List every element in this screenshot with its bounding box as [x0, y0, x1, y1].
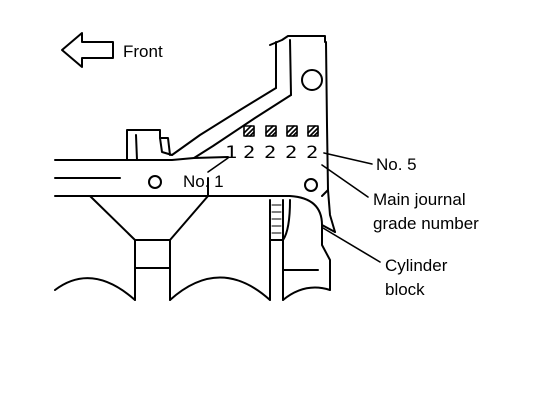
cylinder-block-label-line2: block: [385, 280, 425, 299]
front-arrow-icon: [61, 32, 114, 68]
grade-hatch-marks: [243, 125, 319, 137]
grade-number-4: 2: [285, 143, 298, 163]
no1-label: No. 1: [183, 172, 224, 191]
leader-lines: [207, 152, 381, 263]
cylinder-block-label-line1: Cylinder: [385, 256, 448, 275]
grade-number-1: 1: [225, 143, 238, 163]
block-upper-flange: [54, 35, 336, 233]
main-journal-label-line1: Main journal: [373, 190, 466, 209]
grade-number-2: 2: [243, 143, 256, 163]
block-body: [54, 177, 336, 301]
grade-number-5: 2: [306, 143, 319, 163]
no5-label: No. 5: [376, 155, 417, 174]
block-shading: [271, 204, 282, 234]
front-label: Front: [123, 42, 163, 61]
grade-number-3: 2: [264, 143, 277, 163]
main-journal-label-line2: grade number: [373, 214, 479, 233]
